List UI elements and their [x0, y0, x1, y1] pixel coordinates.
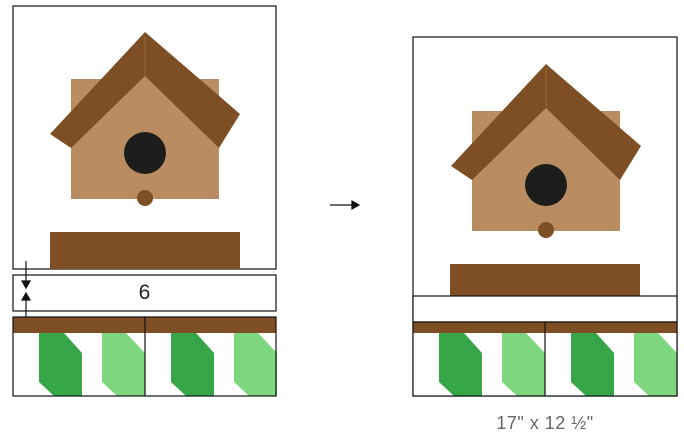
- right-strip: [412, 295, 678, 323]
- right-arrow-icon: [330, 199, 361, 211]
- left-fence-row: [12, 316, 277, 397]
- right-birdhouse-base: [450, 264, 640, 296]
- left-strip: [12, 274, 277, 312]
- left-block: [12, 5, 277, 397]
- right-fence-row: [412, 321, 678, 397]
- right-block: [412, 36, 678, 397]
- seam-arrows-icon: [20, 261, 32, 322]
- finished-size-label: 17" x 12 ½": [496, 413, 594, 433]
- left-birdhouse-base: [50, 232, 240, 269]
